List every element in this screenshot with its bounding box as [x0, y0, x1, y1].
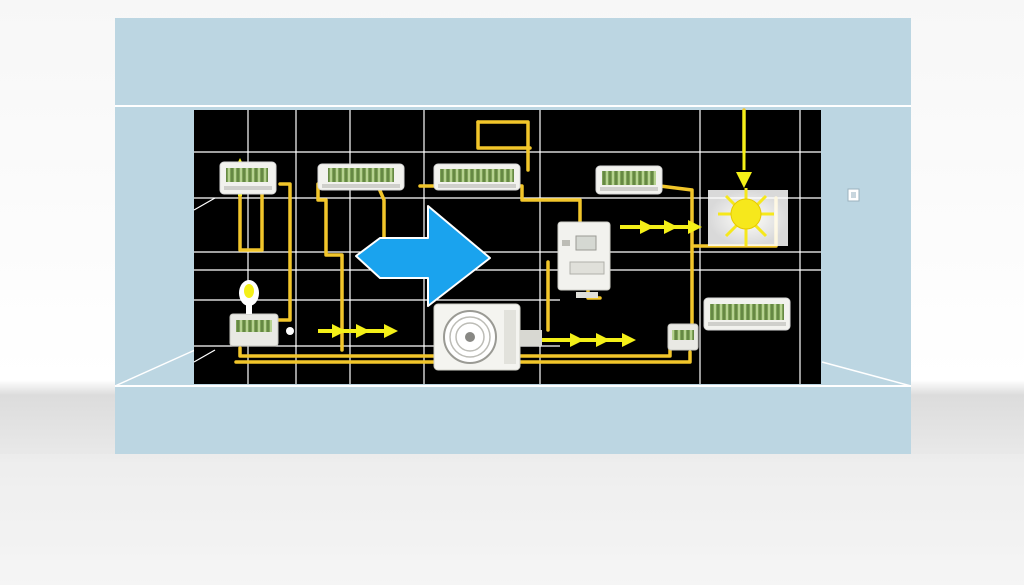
coil-icon — [602, 171, 656, 185]
valve-unit-right — [667, 323, 699, 351]
indoor-unit-5 — [703, 297, 791, 331]
arrow-down-icon — [736, 110, 752, 188]
backdrop-edge — [114, 349, 196, 387]
thermostat-icon — [239, 280, 259, 314]
indoor-unit-1 — [219, 161, 277, 195]
triple-arrow-right-icon — [620, 220, 702, 234]
coil-icon — [710, 304, 784, 320]
big-flow-arrow-icon — [355, 205, 491, 307]
coil-icon — [328, 168, 394, 182]
coil-icon — [226, 168, 268, 182]
valve-icon — [672, 330, 694, 340]
triple-arrow-right-icon — [540, 333, 636, 347]
indoor-unit-3 — [433, 163, 521, 191]
backdrop-edge — [821, 361, 912, 387]
valve-unit-left — [229, 313, 294, 347]
coil-icon — [440, 169, 514, 182]
outdoor-condenser — [433, 303, 542, 371]
controller-icon — [575, 235, 597, 251]
indoor-unit-4 — [595, 165, 663, 195]
control-panel — [557, 221, 611, 298]
floor-area — [0, 454, 1024, 585]
solar-source — [708, 188, 788, 246]
grid-lines — [193, 110, 821, 384]
triple-arrow-right-icon — [318, 324, 398, 338]
indoor-unit-2 — [317, 163, 405, 191]
valve-icon — [236, 320, 272, 332]
